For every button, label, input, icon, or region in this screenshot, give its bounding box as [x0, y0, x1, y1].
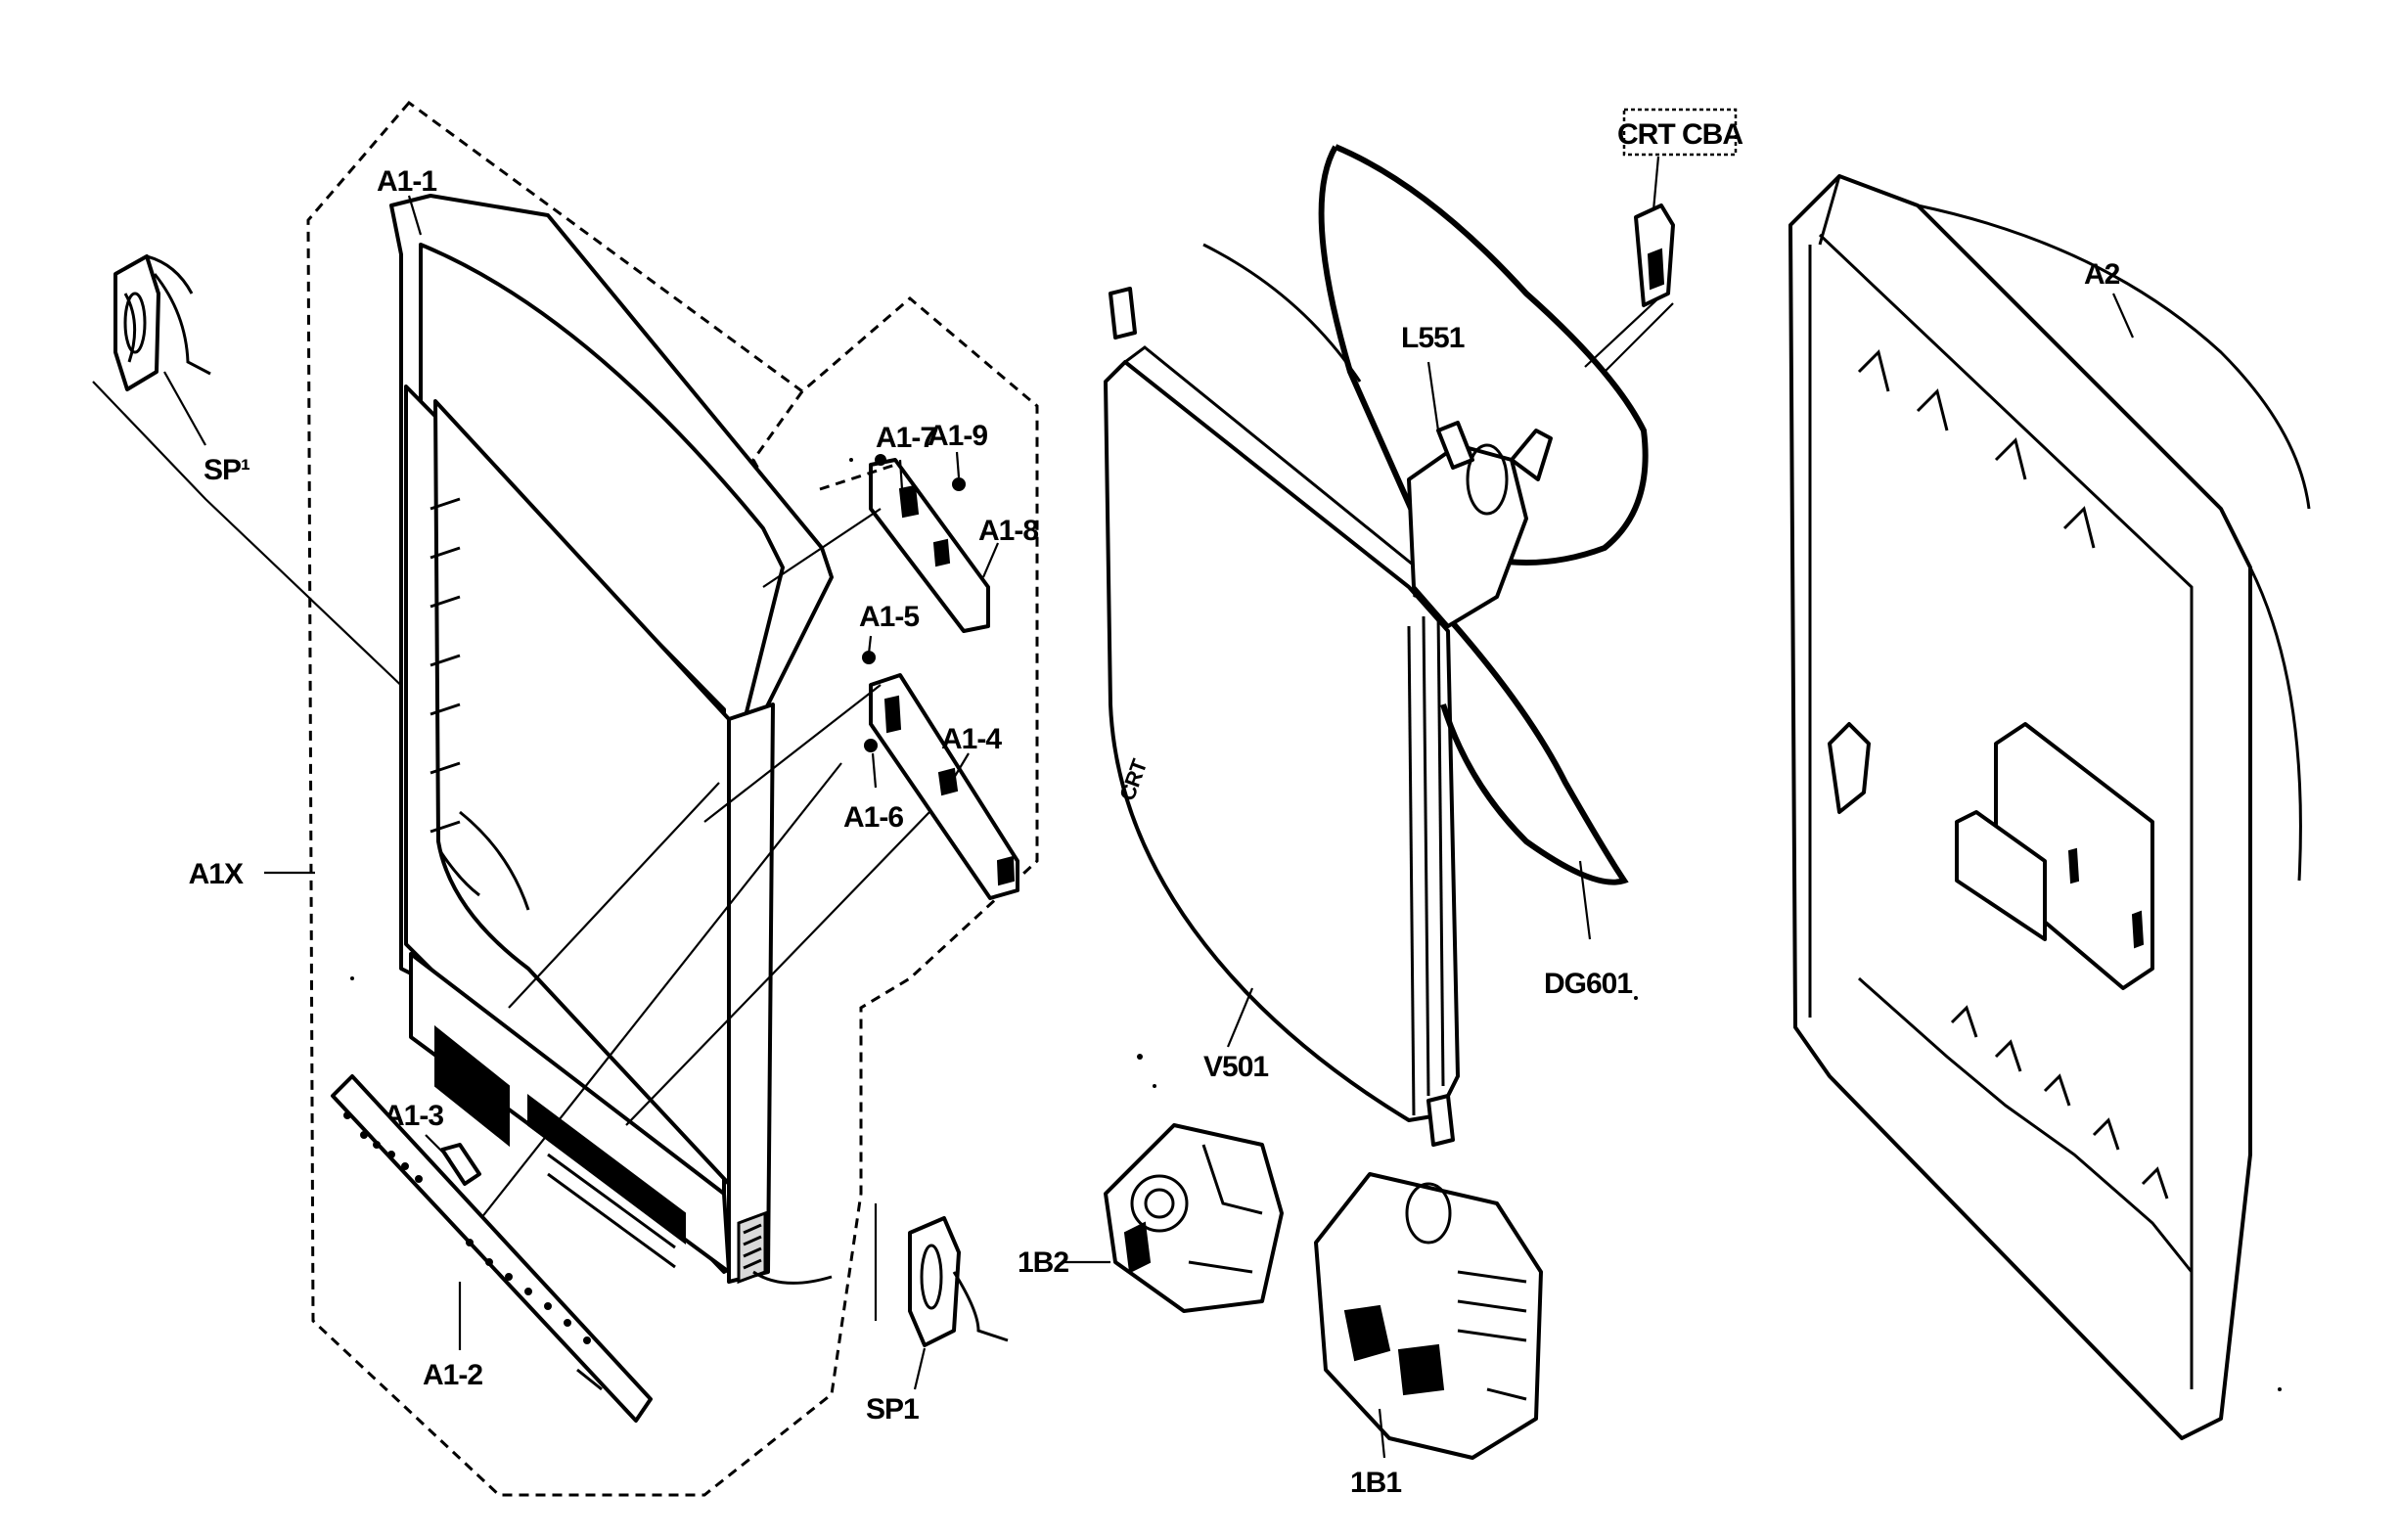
l551-leader	[1426, 361, 1440, 431]
front-cabinet	[389, 194, 834, 1285]
front-panel-strip	[331, 1074, 653, 1423]
degaussing-coil	[1318, 144, 1649, 885]
screen-mount-line	[508, 782, 720, 1009]
rear-cabinet	[1788, 174, 2311, 1440]
a1-3-leader	[425, 1134, 451, 1160]
a1-8-leader	[981, 542, 1000, 578]
sp-left-leader	[163, 371, 206, 446]
a1-4-mount-line-a	[625, 811, 930, 1126]
label-dg601: DG601	[1544, 968, 1632, 1000]
a1-9-leader	[955, 451, 961, 478]
a1-6-leader	[871, 752, 878, 789]
a1-1-leader	[407, 195, 423, 236]
a1-7-mount-line	[819, 463, 896, 491]
a2-leader	[2111, 293, 2135, 339]
crt-cba-leader	[1652, 156, 1660, 211]
sp-right-leader	[913, 1347, 927, 1390]
upper-control-board	[869, 454, 990, 633]
crt-cba-cable-b	[1604, 302, 1674, 373]
crt-cba-cable	[1584, 297, 1659, 368]
crt-cba-board	[1634, 204, 1675, 307]
label-sp-right: SP1	[866, 1393, 919, 1426]
label-a1-8: A1-8	[978, 515, 1038, 547]
label-1b2: 1B2	[1018, 1246, 1068, 1279]
lower-control-board	[862, 651, 1019, 900]
label-a1-5: A1-5	[859, 601, 919, 633]
a1-6-mount-line	[469, 762, 842, 1234]
a1-4-leader	[953, 752, 970, 779]
crt-cba-box	[1622, 108, 1738, 157]
right-speaker	[908, 1216, 1009, 1347]
a1-5-mount-line	[703, 684, 882, 823]
tuner-1b2	[1104, 1123, 1284, 1313]
label-a1-1: A1-1	[377, 165, 436, 198]
crt-tube: CRT	[1104, 243, 1460, 1147]
label-a1x: A1X	[189, 858, 244, 890]
label-a2: A2	[2084, 258, 2120, 291]
print-specks	[350, 458, 2282, 1391]
label-crt-cba: CRT CBA	[1617, 118, 1743, 151]
power-button	[440, 1143, 481, 1186]
a1-7-mount-solid	[762, 508, 882, 588]
label-sp-left: SP¹	[204, 454, 250, 486]
label-v501: V501	[1203, 1051, 1268, 1083]
a1x-group-boundary	[306, 100, 1039, 1497]
label-a1-4: A1-4	[941, 723, 1002, 755]
1b1-leader	[1378, 1408, 1386, 1459]
label-1b1: 1B1	[1350, 1467, 1401, 1499]
label-a1-6: A1-6	[843, 801, 903, 834]
label-a1-7: A1-7	[876, 422, 935, 454]
label-a1-2: A1-2	[423, 1359, 482, 1391]
label-l551: L551	[1401, 322, 1465, 354]
left-speaker	[113, 254, 211, 391]
a1-7-leader	[898, 459, 904, 490]
main-board-1b1	[1314, 1172, 1543, 1460]
label-a1-9: A1-9	[928, 420, 987, 452]
deflection-yoke	[1407, 421, 1553, 628]
dg601-leader	[1578, 860, 1592, 940]
a1-5-leader	[867, 635, 873, 655]
v501-leader	[1226, 987, 1254, 1048]
